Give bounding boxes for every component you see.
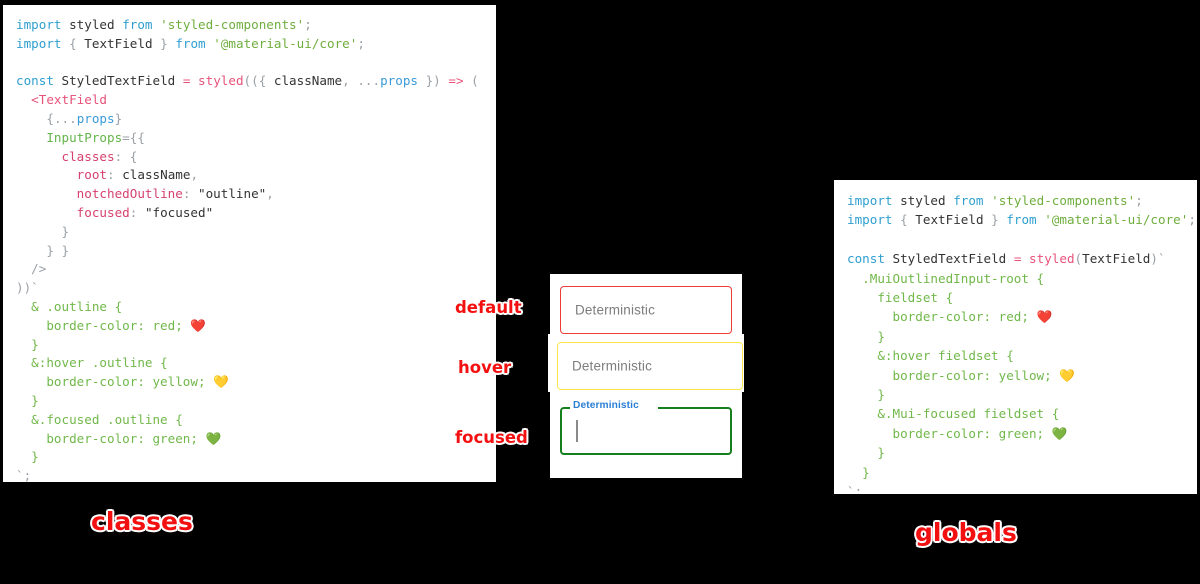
textfield-hover-value: Deterministic bbox=[572, 358, 652, 374]
annotation-state-default: default bbox=[455, 298, 522, 317]
textfield-stack: Deterministic Deterministic Deterministi… bbox=[548, 274, 744, 478]
code-panel-globals: import styled from 'styled-components'; … bbox=[834, 180, 1197, 494]
textfield-hover[interactable]: Deterministic bbox=[557, 342, 743, 390]
code-block-classes: import styled from 'styled-components'; … bbox=[16, 17, 479, 482]
text-caret bbox=[576, 420, 578, 442]
textfield-focused-label: Deterministic bbox=[573, 400, 639, 411]
textfield-default-value: Deterministic bbox=[575, 302, 655, 318]
caption-classes: classes bbox=[91, 507, 193, 536]
textfield-default[interactable]: Deterministic bbox=[560, 286, 732, 334]
outline-notch bbox=[570, 405, 658, 410]
caption-globals: globals bbox=[915, 518, 1017, 547]
code-panel-classes: import styled from 'styled-components'; … bbox=[3, 5, 496, 482]
textfield-demo-panel: Deterministic Deterministic Deterministi… bbox=[548, 274, 744, 478]
annotation-state-hover: hover bbox=[458, 358, 512, 377]
textfield-focused[interactable]: Deterministic bbox=[560, 400, 732, 455]
code-block-globals: import styled from 'styled-components'; … bbox=[847, 193, 1196, 494]
annotation-state-focused: focused bbox=[455, 428, 528, 447]
